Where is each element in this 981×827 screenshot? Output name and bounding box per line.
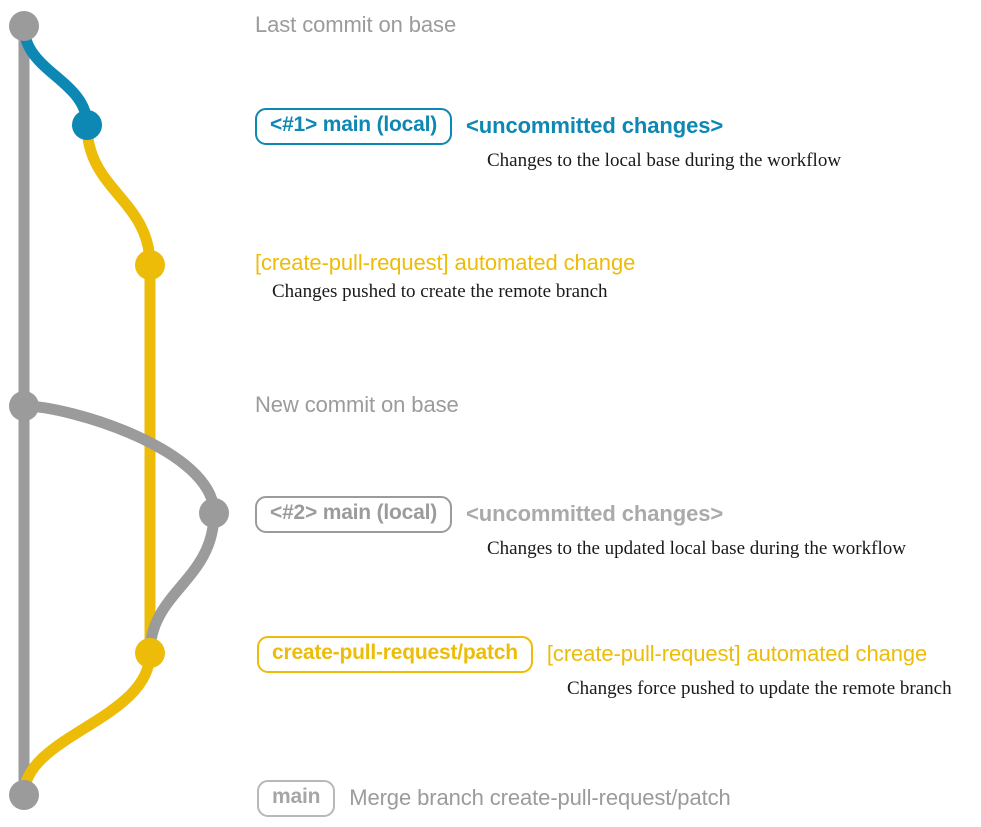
branch-pill-main[interactable]: main (257, 780, 336, 817)
commit-node-local-2[interactable] (199, 498, 229, 528)
row-patch-2: create-pull-request/patch [create-pull-r… (257, 636, 952, 700)
branch-pill-main-local-2[interactable]: <#2> main (local) (255, 496, 453, 533)
commit-node-base-top[interactable] (9, 11, 39, 41)
row-subline: Changes force pushed to update the remot… (567, 677, 952, 699)
row-local-2: <#2> main (local) <uncommitted changes> … (255, 496, 906, 560)
branch-line-patch (81, 119, 156, 659)
branch-pill-create-pull-request-patch[interactable]: create-pull-request/patch (257, 636, 533, 673)
row-headline: [create-pull-request] automated change (546, 641, 928, 667)
row-headline: Merge branch create-pull-request/patch (349, 785, 731, 811)
branch-line-local-2-down (144, 507, 220, 659)
commit-node-merge[interactable] (9, 780, 39, 810)
branch-line-local-2 (18, 400, 220, 519)
row-local-1: <#1> main (local) <uncommitted changes> … (255, 108, 841, 172)
commit-node-base-new[interactable] (9, 391, 39, 421)
row-headline: [create-pull-request] automated change (255, 250, 636, 275)
row-headline: <uncommitted changes> (466, 501, 724, 527)
row-headline: Last commit on base (255, 12, 457, 37)
branch-pill-main-local-1[interactable]: <#1> main (local) (255, 108, 453, 145)
git-graph (9, 11, 229, 810)
row-patch-1: [create-pull-request] automated change C… (255, 250, 635, 303)
branch-line-local-1 (18, 20, 93, 131)
branch-line-patch-merge (18, 647, 156, 801)
commit-node-patch-2[interactable] (135, 638, 165, 668)
row-last-commit-on-base: Last commit on base (255, 12, 456, 38)
row-subline: Changes to the updated local base during… (487, 537, 906, 559)
commit-node-local-1[interactable] (72, 110, 102, 140)
row-headline: New commit on base (255, 392, 459, 417)
commit-node-patch-1[interactable] (135, 250, 165, 280)
row-subline: Changes pushed to create the remote bran… (272, 281, 608, 302)
row-new-commit-on-base: New commit on base (255, 392, 459, 418)
row-subline: Changes to the local base during the wor… (487, 149, 842, 171)
row-headline: <uncommitted changes> (466, 113, 724, 139)
row-merge: main Merge branch create-pull-request/pa… (257, 780, 731, 817)
